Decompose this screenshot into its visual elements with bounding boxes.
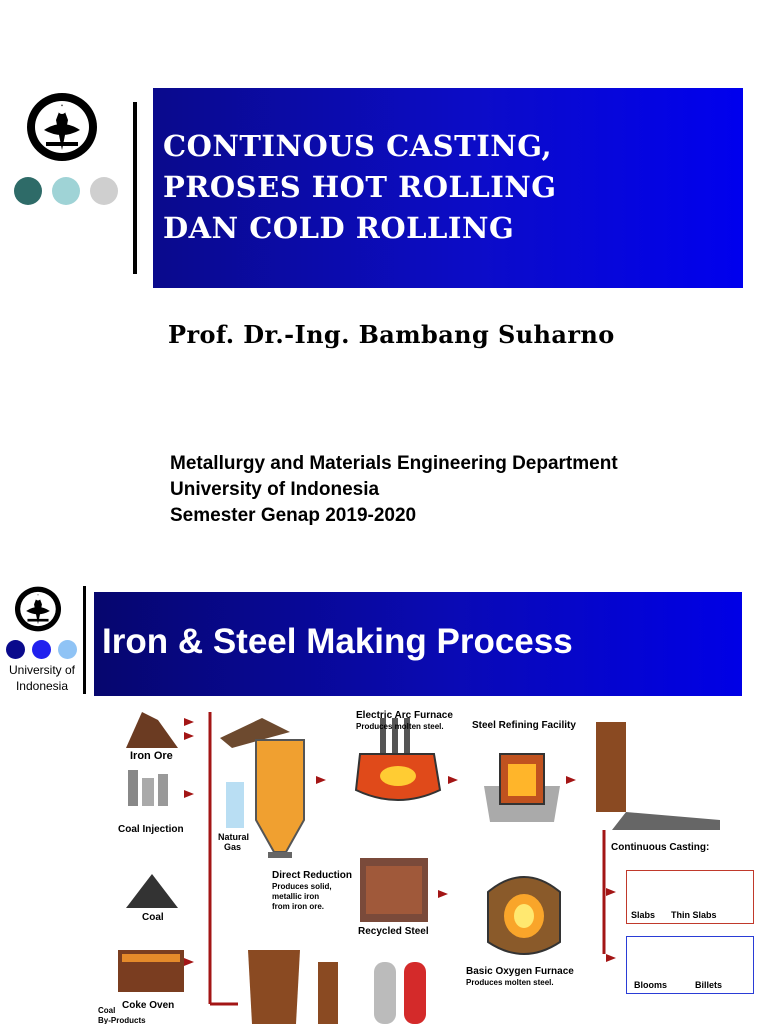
- slide-title-text: CONTINOUS CASTING, PROSES HOT ROLLING DA…: [163, 126, 733, 249]
- slide-iron-steel: University of Indonesia Iron & Steel Mak…: [0, 572, 768, 1024]
- title-line-3: DAN COLD ROLLING: [163, 211, 515, 245]
- slide-title: CONTINOUS CASTING, PROSES HOT ROLLING DA…: [14, 88, 743, 529]
- label-coal-byproducts-line-1: Coal: [98, 1006, 116, 1015]
- process-diagram: Iron Ore Coal Injection Coal Coke Oven C…: [0, 702, 768, 1024]
- label-thin-slabs: Thin Slabs: [671, 910, 717, 920]
- label-slabs: Slabs: [631, 910, 656, 920]
- decor-dot-small-2: [32, 640, 51, 659]
- label-coal-byproducts: Coal By-Products: [98, 1006, 146, 1024]
- university-label-line-2: Indonesia: [15, 679, 69, 693]
- label-eaf: Electric Arc Furnace: [356, 710, 453, 721]
- label-coal: Coal: [142, 912, 164, 923]
- label-natural-gas-line-1: Natural: [218, 832, 250, 842]
- university-seal-icon-small: [14, 586, 62, 632]
- decor-dot-small-3: [58, 640, 77, 659]
- direct-reduction-desc-line-2: metallic iron: [272, 892, 320, 901]
- label-natural-gas: Natural Gas: [218, 832, 249, 852]
- title-box: CONTINOUS CASTING, PROSES HOT ROLLING DA…: [153, 88, 743, 288]
- decor-dot-small-1: [6, 640, 25, 659]
- decor-dot-2: [52, 177, 80, 205]
- label-billets: Billets: [695, 980, 723, 990]
- department-line-2: University of Indonesia: [170, 479, 380, 500]
- university-label: University of Indonesia: [2, 662, 82, 694]
- label-coal-byproducts-line-2: By-Products: [98, 1016, 146, 1024]
- direct-reduction-desc: Produces solid, metallic iron from iron …: [272, 882, 332, 912]
- process-diagram-art: [118, 712, 744, 1024]
- department-line-1: Metallurgy and Materials Engineering Dep…: [170, 453, 618, 474]
- divider-bar-small: [83, 586, 86, 694]
- slabs-box: [626, 870, 754, 924]
- title-line-1: CONTINOUS CASTING,: [163, 129, 553, 163]
- slide2-title: Iron & Steel Making Process: [102, 622, 573, 661]
- label-natural-gas-line-2: Gas: [224, 842, 242, 852]
- title-box-2: Iron & Steel Making Process: [94, 592, 742, 696]
- label-steel-refining: Steel Refining Facility: [472, 720, 576, 731]
- department-line-3: Semester Genap 2019-2020: [170, 505, 417, 526]
- decor-dot-3: [90, 177, 118, 205]
- divider-bar: [133, 102, 137, 274]
- label-bof: Basic Oxygen Furnace: [466, 966, 574, 977]
- author-name: Prof. Dr.-Ing. Bambang Suharno: [168, 320, 615, 349]
- label-continuous-casting: Continuous Casting:: [611, 842, 710, 853]
- label-direct-reduction: Direct Reduction: [272, 870, 353, 881]
- label-recycled-steel: Recycled Steel: [358, 926, 429, 937]
- billets-box: [626, 936, 754, 994]
- label-iron-ore: Iron Ore: [130, 750, 173, 762]
- bof-desc: Produces molten steel.: [466, 978, 554, 987]
- title-line-2: PROSES HOT ROLLING: [163, 170, 557, 204]
- direct-reduction-desc-line-1: Produces solid,: [272, 882, 332, 891]
- direct-reduction-desc-line-3: from iron ore.: [272, 902, 325, 911]
- university-label-line-1: University of: [8, 663, 76, 677]
- label-coal-injection: Coal Injection: [118, 824, 184, 835]
- university-seal-icon: [27, 93, 97, 161]
- decor-dot-1: [14, 177, 42, 205]
- label-coke-oven: Coke Oven: [122, 1000, 175, 1011]
- department-block: Metallurgy and Materials Engineering Dep…: [170, 451, 618, 529]
- eaf-desc: Produces molten steel.: [356, 722, 444, 731]
- label-blooms: Blooms: [634, 980, 668, 990]
